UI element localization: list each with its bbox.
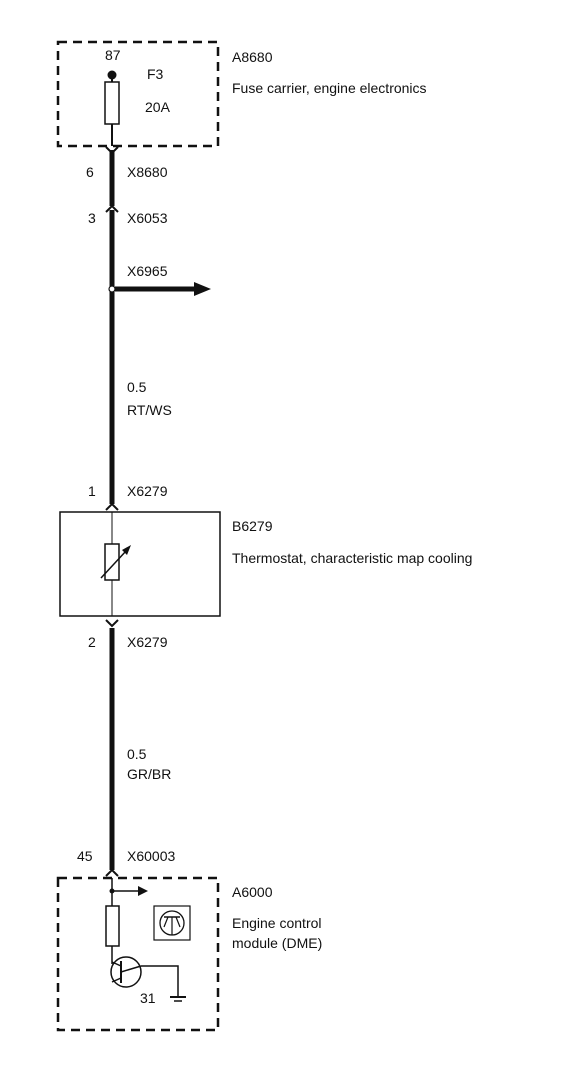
fuse-symbol <box>104 81 120 125</box>
thermostat-variable-arrow-line <box>100 550 127 579</box>
transistor-icon <box>153 905 191 941</box>
fuse-name: F3 <box>147 66 164 82</box>
wire-upper-gauge: 0.5 <box>127 379 147 395</box>
transistor-emitter <box>111 977 122 983</box>
fuse-pin-number: 87 <box>105 47 121 63</box>
transistor-base-lead <box>120 965 142 973</box>
thermostat-variable-arrow-head <box>122 545 131 555</box>
splice-name: X6965 <box>127 263 168 279</box>
connector-x6279-pin2: 2 X6279 <box>88 619 168 650</box>
wire-lower-color: GR/BR <box>127 766 171 782</box>
transistor-ground-wire <box>141 965 179 996</box>
connector-x6053-name: X6053 <box>127 210 168 226</box>
connector-x60003-pin: 45 <box>77 848 93 864</box>
module-ground-pin: 31 <box>140 990 156 1006</box>
splice-dot <box>108 285 116 293</box>
engine-control-module: 31 A6000 Engine control module (DME) <box>56 876 322 1032</box>
connector-x60003-name: X60003 <box>127 848 175 864</box>
connector-x8680-symbol <box>105 146 119 155</box>
fuse-carrier-id: A8680 <box>232 49 273 65</box>
thermostat-component: B6279 Thermostat, characteristic map coo… <box>59 511 472 617</box>
thermostat-id: B6279 <box>232 518 273 534</box>
connector-x60003: 45 X60003 <box>77 848 175 877</box>
splice-branch-arrow <box>194 282 211 296</box>
connector-x6279-pin1: 1 X6279 <box>88 483 168 511</box>
thermostat-description: Thermostat, characteristic map cooling <box>232 550 472 566</box>
connector-x60003-symbol <box>105 868 119 877</box>
control-module-id: A6000 <box>232 884 273 900</box>
control-module-box <box>56 876 220 1032</box>
fuse-carrier: 87 F3 20A A8680 Fuse carrier, engine ele… <box>56 40 427 148</box>
fuse-carrier-description: Fuse carrier, engine electronics <box>232 80 427 96</box>
control-module-description-line2: module (DME) <box>232 935 322 951</box>
fuse-carrier-box <box>56 40 220 148</box>
connector-x6279-pin2-symbol <box>105 619 119 628</box>
connector-x6279-pin1-symbol <box>105 502 119 511</box>
thermostat-resistor-symbol <box>104 543 120 581</box>
fuse-rating: 20A <box>145 99 171 115</box>
connector-x6279-pin1-pin: 1 <box>88 483 96 499</box>
transistor-icon-leg-left <box>163 916 169 928</box>
connector-x8680-pin: 6 <box>86 164 94 180</box>
splice-x6965: X6965 <box>108 263 211 296</box>
connector-x6053: 3 X6053 <box>88 204 168 226</box>
module-pullup-resistor <box>105 905 120 947</box>
transistor-symbol <box>110 956 142 988</box>
transistor-icon-leg-right <box>175 916 181 928</box>
thermostat-box <box>59 511 221 617</box>
transistor-collector <box>111 961 122 967</box>
connector-x6279-pin1-name: X6279 <box>127 483 168 499</box>
module-output-arrow <box>138 886 148 896</box>
connector-x8680-name: X8680 <box>127 164 168 180</box>
connector-x8680: 6 X8680 <box>86 146 168 180</box>
control-module-description-line1: Engine control <box>232 915 322 931</box>
wire-lower-gauge: 0.5 <box>127 746 147 762</box>
connector-x6053-symbol <box>105 204 119 213</box>
connector-x6279-pin2-name: X6279 <box>127 634 168 650</box>
connector-x6053-pin: 3 <box>88 210 96 226</box>
wire-upper-color: RT/WS <box>127 402 172 418</box>
connector-x6279-pin2-pin: 2 <box>88 634 96 650</box>
transistor-circle <box>110 956 142 988</box>
